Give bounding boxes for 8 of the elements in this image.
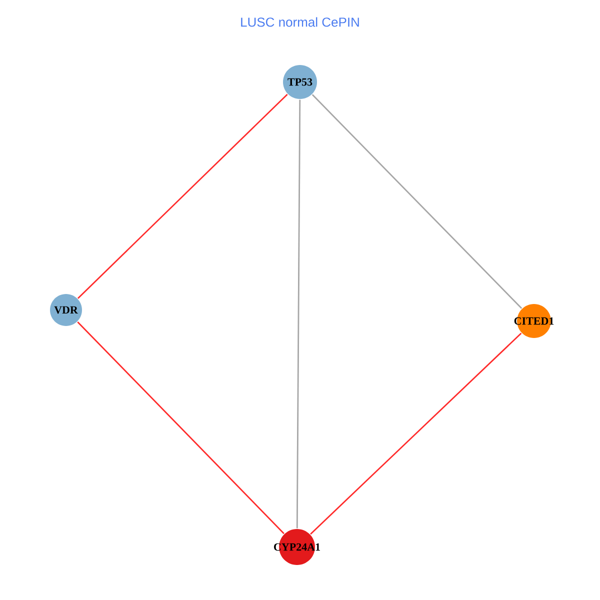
edge-line [312,94,522,309]
edge-line [310,332,522,535]
chart-title: LUSC normal CePIN [241,17,359,27]
edge-line [77,321,284,534]
edge-line [296,100,301,528]
edge-line [77,94,288,299]
network-node: TP53 [283,65,317,99]
network-node: VDR [50,294,82,326]
